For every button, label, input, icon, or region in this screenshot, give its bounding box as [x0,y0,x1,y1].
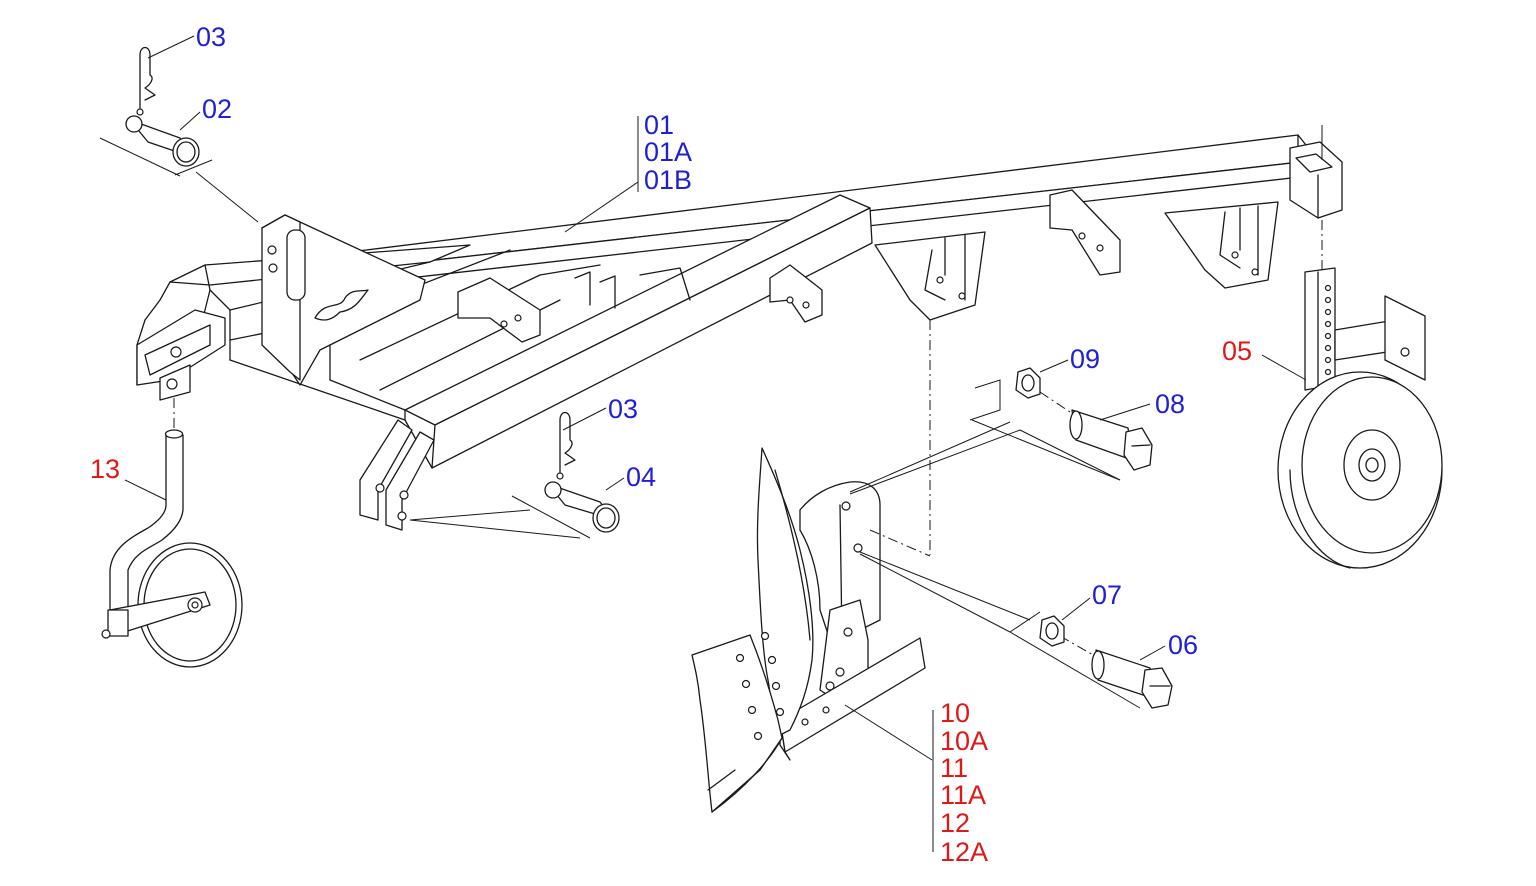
rear-gauge-wheel [1277,220,1443,569]
callout-03-lower: 03 [608,394,638,424]
lower-lynch-clip [556,411,576,480]
callout-13: 13 [90,454,120,484]
top-lynch-clip [136,46,156,116]
callout-10a: 10A [940,726,988,756]
callout-03-top: 03 [196,22,226,52]
callout-06: 06 [1168,630,1198,660]
main-frame [136,125,1343,531]
callout-01b: 01B [644,165,692,195]
callout-12a: 12A [940,837,988,867]
assembly-leader-lines [849,379,1141,709]
callout-02: 02 [202,94,232,124]
callout-labels: 03 02 01 01A 01B 03 04 09 08 07 06 05 13… [90,22,1252,867]
callout-leaders [124,35,1307,852]
callout-01a: 01A [644,137,692,167]
top-hitch-pin [99,115,259,223]
callout-11: 11 [940,753,968,783]
callout-05: 05 [1222,336,1252,366]
callout-10: 10 [940,698,970,728]
callout-01: 01 [644,110,674,140]
lower-hitch-pin [409,481,620,539]
nut-07 [1039,615,1065,647]
callout-07: 07 [1092,580,1122,610]
callout-09: 09 [1070,344,1100,374]
callout-11a: 11A [940,780,986,810]
callout-12: 12 [940,808,970,838]
nut-09 [1015,367,1041,399]
left-gauge-wheel [101,398,243,668]
bolt-08 [1039,391,1153,471]
plow-bottom [691,320,931,813]
callout-08: 08 [1155,389,1185,419]
callout-04: 04 [626,462,656,492]
bolt-06 [1059,635,1173,709]
